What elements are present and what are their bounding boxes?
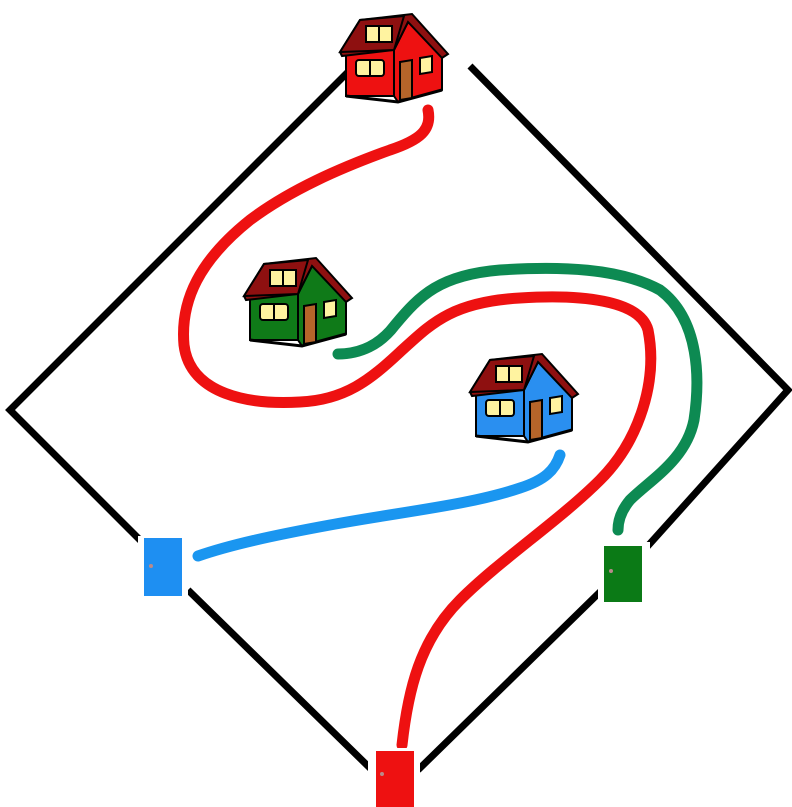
red-house[interactable] <box>338 12 450 104</box>
house-red-icon <box>338 12 450 104</box>
red-door[interactable] <box>368 748 420 807</box>
green-path[interactable] <box>332 262 703 536</box>
door-knob-icon <box>609 569 613 573</box>
fence-segment <box>5 67 353 548</box>
fence-segment <box>185 587 375 773</box>
door-knob-icon <box>149 564 153 568</box>
house-green-icon <box>242 256 354 348</box>
door-knob-icon <box>380 772 384 776</box>
green-house[interactable] <box>242 256 354 348</box>
red-path[interactable] <box>178 104 657 751</box>
green-door[interactable] <box>598 542 650 604</box>
paths-layer <box>178 104 703 751</box>
house-blue-icon <box>468 352 580 444</box>
blue-path[interactable] <box>192 449 566 562</box>
fence-segment <box>467 63 792 551</box>
fence-diamond <box>5 44 792 773</box>
fence-segment <box>415 587 605 773</box>
blue-door[interactable] <box>138 536 188 600</box>
blue-house[interactable] <box>468 352 580 444</box>
